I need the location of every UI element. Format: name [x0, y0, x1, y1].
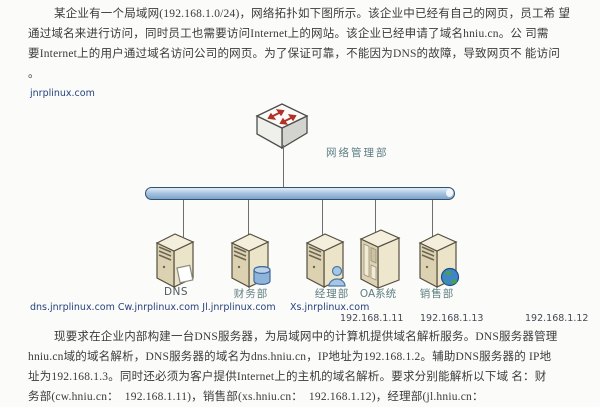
connector-line: [248, 200, 249, 237]
connector-line: [375, 200, 376, 232]
paragraph-line: 要Internet上的用户通过域名访问公司的网页。为了保证可靠，不能因为DNS的…: [28, 48, 561, 60]
connector-line: [322, 200, 323, 237]
connector-line: [283, 145, 284, 188]
paragraph-line: 务部(cw.hniu.cn： 192.168.1.11)，销售部(xs.hniu…: [28, 391, 484, 403]
bus-bar: [145, 187, 455, 200]
person-icon: [328, 265, 346, 287]
connector-line: [183, 200, 184, 237]
server-icon-manager: [303, 230, 349, 288]
connector-line: [432, 200, 433, 237]
ip-label: 192.168.1.13: [420, 313, 484, 324]
server-icon-oa: [357, 227, 403, 289]
task-paragraph: 现要求在企业内部构建一台DNS服务器，为局域网中的计算机提供域名解析服务。DNS…: [28, 327, 580, 407]
paragraph-line: 某企业有一个局域网(192.168.1.0/24)，网络拓扑如下图所示。该企业中…: [54, 8, 571, 20]
switch-label: 网络管理部: [326, 147, 389, 159]
server-icon-dns: [153, 230, 199, 288]
paragraph-line: 通过域名来进行访问，同时员工也需要访问Internet上的网站。该企业已经申请了…: [28, 28, 549, 40]
switch-icon: [253, 101, 311, 151]
database-icon: [253, 265, 271, 285]
globe-icon: [440, 267, 460, 287]
domain-labels-left: dns.jnrplinux.com Cw.jnrplinux.com Jl.jn…: [30, 302, 276, 313]
server-icon-finance: [228, 230, 274, 288]
intro-paragraph: 某企业有一个局域网(192.168.1.0/24)，网络拓扑如下图所示。该企业中…: [28, 4, 580, 84]
external-domain-label: jnrplinux.com: [30, 88, 95, 99]
paragraph-line: 现要求在企业内部构建一台DNS服务器，为局域网中的计算机提供域名解析服务。DNS…: [54, 331, 558, 343]
device-label-sales: 销售部: [419, 288, 455, 300]
bus-end-cap: [446, 189, 453, 197]
paragraph-line: 。: [28, 68, 40, 80]
ip-label: 192.168.1.12: [525, 313, 589, 324]
server-icon-sales: [416, 230, 462, 288]
device-label-dns: DNS: [163, 286, 189, 298]
device-label-manager: 经理部: [314, 288, 350, 300]
paragraph-line: hniu.cn域的域名解析，DNS服务器的域名为dns.hniu.cn，IP地址…: [28, 351, 552, 363]
device-label-oa: OA系统: [359, 288, 397, 300]
ip-label: 192.168.1.11: [340, 313, 404, 324]
paragraph-line: 址为192.168.1.3。同时还必须为客户提供Internet上的主机的域名解…: [28, 371, 547, 383]
domain-label-xs: Xs.jnrplinux.com: [290, 302, 370, 313]
document-icon: [176, 264, 194, 284]
device-label-finance: 财务部: [233, 288, 269, 300]
